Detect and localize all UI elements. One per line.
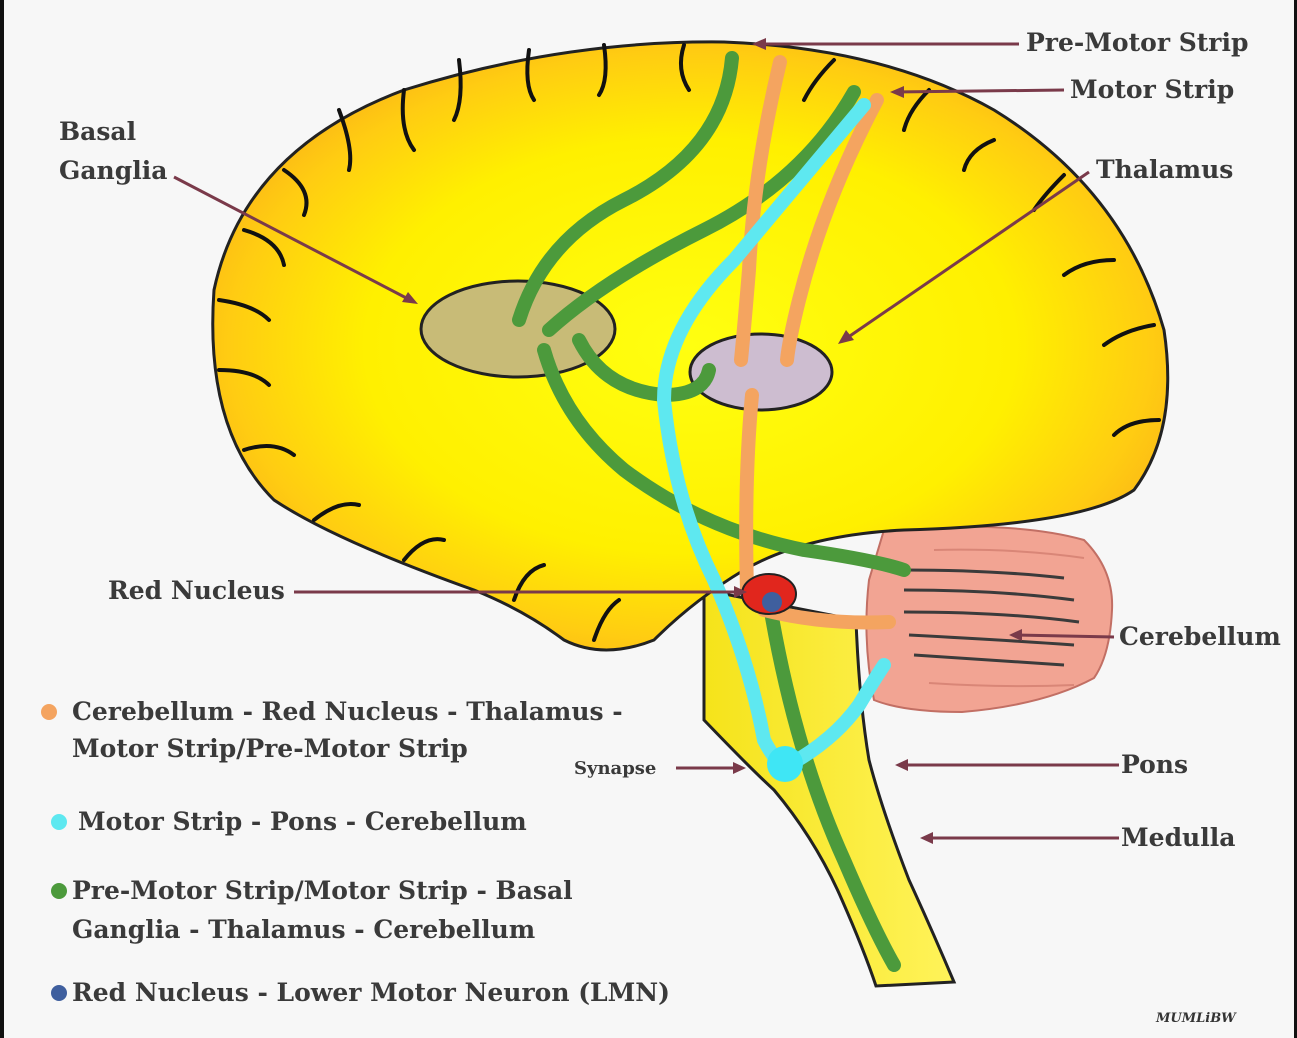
red-nucleus-blue-dot — [762, 592, 782, 612]
label-thalamus: Thalamus — [1096, 155, 1233, 184]
legend-green-line2: Ganglia - Thalamus - Cerebellum — [72, 915, 535, 944]
label-ganglia: Ganglia — [59, 156, 167, 185]
synapse-structure — [767, 746, 803, 782]
legend-blue-line1: Red Nucleus - Lower Motor Neuron (LMN) — [72, 978, 670, 1007]
legend-green-line1: Pre-Motor Strip/Motor Strip - Basal — [72, 876, 573, 905]
label-cerebellum: Cerebellum — [1119, 622, 1281, 651]
label-pre-motor-strip: Pre-Motor Strip — [1026, 28, 1248, 57]
label-basal: Basal — [59, 117, 136, 146]
label-medulla: Medulla — [1121, 823, 1235, 852]
legend-dot-blue — [51, 985, 67, 1001]
legend-dot-green — [51, 883, 67, 899]
legend-cyan-line1: Motor Strip - Pons - Cerebellum — [78, 807, 527, 836]
label-red-nucleus: Red Nucleus — [108, 576, 285, 605]
cerebellum — [866, 527, 1112, 712]
legend: Cerebellum - Red Nucleus - Thalamus - Mo… — [41, 697, 670, 1007]
label-motor-strip: Motor Strip — [1070, 75, 1234, 104]
legend-dot-cyan — [51, 814, 67, 830]
legend-orange-line1: Cerebellum - Red Nucleus - Thalamus - — [72, 697, 623, 726]
signature: MUMLiBW — [1155, 1011, 1237, 1026]
label-pons: Pons — [1121, 750, 1188, 779]
legend-dot-orange — [41, 704, 57, 720]
brain-diagram: Pre-Motor Strip Motor Strip Thalamus Bas… — [4, 0, 1294, 1038]
label-synapse: Synapse — [574, 758, 656, 779]
legend-orange-line2: Motor Strip/Pre-Motor Strip — [72, 734, 468, 763]
